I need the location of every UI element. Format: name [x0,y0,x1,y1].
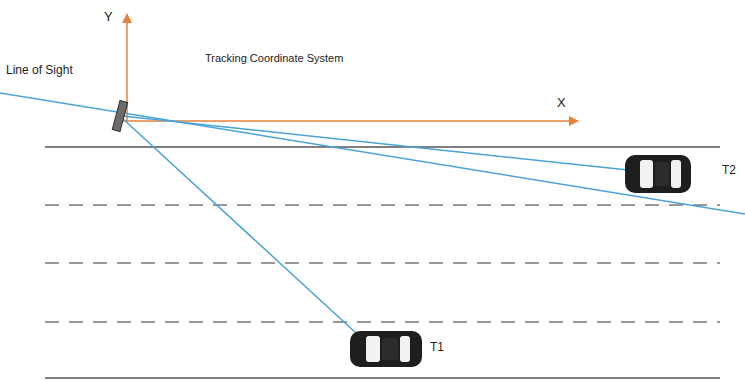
lane-marking [45,321,720,323]
lane-marking [45,204,720,206]
sight-label: Line of Sight [6,64,73,78]
axis-label: X [557,96,566,111]
road-edge [45,377,720,379]
system-title: Tracking Coordinate System [205,52,343,65]
target-label: T1 [430,341,444,355]
lane-marking [45,262,720,264]
sensor [112,100,127,131]
sight-line [122,118,356,333]
road-edge [45,146,720,148]
line-of-sight [0,93,745,214]
sight-line [122,116,628,170]
car [625,155,691,193]
car [350,331,422,367]
x-axis [120,120,578,122]
axis-label: Y [104,10,113,25]
target-label: T2 [722,164,736,178]
